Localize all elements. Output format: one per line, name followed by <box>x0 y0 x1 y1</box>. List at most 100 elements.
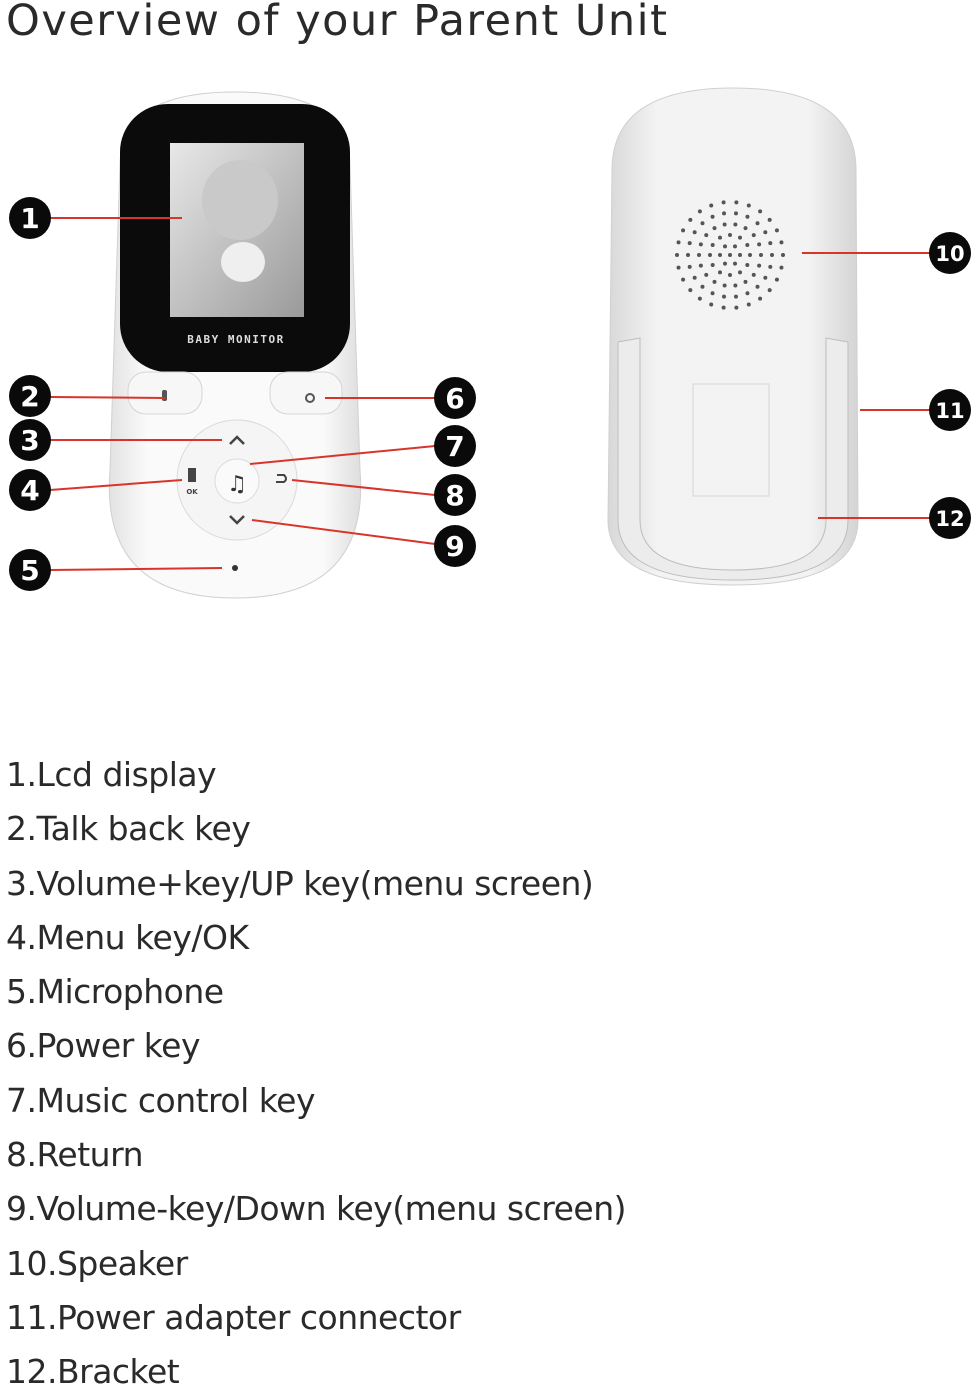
legend-item: 10.Speaker <box>6 1243 188 1283</box>
speaker-hole <box>734 200 739 205</box>
speaker-hole <box>697 209 702 214</box>
callout-8: 8 <box>434 474 476 516</box>
callout-badge <box>434 474 476 516</box>
chevron-up-icon[interactable] <box>229 435 245 445</box>
callout-badge <box>9 419 51 461</box>
speaker-hole <box>763 230 768 235</box>
callout-7: 7 <box>434 425 476 467</box>
page-title: Overview of your Parent Unit <box>6 0 669 46</box>
speaker-hole <box>770 253 774 257</box>
speaker-hole <box>733 211 738 216</box>
speaker-hole <box>697 253 701 257</box>
speaker-hole <box>751 272 756 277</box>
chevron-down-icon[interactable] <box>229 515 245 525</box>
speaker-hole <box>687 241 692 246</box>
callout-number: 9 <box>445 530 464 563</box>
speaker-hole <box>722 211 727 216</box>
speaker-hole <box>686 253 690 257</box>
speaker-hole <box>704 233 709 238</box>
music-control-key[interactable] <box>214 458 260 504</box>
speaker-hole <box>681 228 686 233</box>
speaker-hole <box>692 275 697 280</box>
callout-number: 3 <box>20 424 39 457</box>
speaker-hole <box>748 253 752 257</box>
callout-badge <box>9 197 51 239</box>
speaker-hole <box>687 264 692 269</box>
speaker-hole <box>728 253 732 257</box>
power-key[interactable] <box>269 371 343 415</box>
callout-number: 5 <box>20 554 39 587</box>
speaker-hole <box>779 265 784 270</box>
speaker-hole <box>722 294 727 299</box>
speaker-hole <box>722 283 727 288</box>
speaker-hole <box>710 214 715 219</box>
speaker-hole <box>712 279 717 284</box>
music-note-icon: ♫ <box>227 472 247 497</box>
speaker-hole <box>738 270 742 275</box>
callout-number: 1 <box>20 202 39 235</box>
callout-number: 11 <box>935 399 964 423</box>
callout-number: 6 <box>445 382 464 415</box>
bracket-label-area <box>692 383 770 497</box>
callout-badge <box>929 389 971 431</box>
speaker-hole <box>759 253 763 257</box>
legend-item: 12.Bracket <box>6 1352 180 1392</box>
callout-3: 3 <box>9 419 51 461</box>
speaker-hole <box>723 244 727 249</box>
speaker-hole <box>758 296 763 301</box>
speaker-hole <box>745 243 750 247</box>
callout-number: 2 <box>20 380 39 413</box>
callout-badge <box>929 232 971 274</box>
speaker-hole <box>758 209 763 214</box>
return-icon[interactable] <box>276 474 287 483</box>
menu-ok-icon[interactable]: OK <box>186 468 198 496</box>
speaker-hole <box>722 222 727 227</box>
callout-4: 4 <box>9 469 51 511</box>
callout-11: 11 <box>929 389 971 431</box>
parent-unit-back <box>607 87 859 586</box>
speaker-hole <box>781 253 785 257</box>
speaker-hole <box>723 261 727 266</box>
speaker-hole <box>738 253 742 257</box>
speaker-hole <box>721 305 726 310</box>
callout-badge <box>434 377 476 419</box>
speaker-hole <box>763 275 768 280</box>
legend-item: 6.Power key <box>6 1026 201 1066</box>
speaker-hole <box>746 203 751 208</box>
speaker-hole <box>721 200 726 205</box>
speaker-hole <box>745 291 750 296</box>
speaker-hole <box>712 226 717 231</box>
legend-item: 2.Talk back key <box>6 809 251 849</box>
speaker-hole <box>676 265 681 270</box>
speaker-hole <box>698 242 703 247</box>
speaker-hole <box>688 217 693 222</box>
bracket[interactable] <box>617 337 849 581</box>
speaker-hole <box>745 263 750 267</box>
speaker-hole <box>774 277 779 282</box>
callout-number: 8 <box>445 479 464 512</box>
callout-2: 2 <box>9 375 51 417</box>
speaker-hole <box>688 288 693 293</box>
callout-badge <box>9 549 51 591</box>
speaker-grille <box>675 200 785 310</box>
parts-legend: 1.Lcd display 2.Talk back key 3.Volume+k… <box>6 748 627 1400</box>
callout-badge <box>9 469 51 511</box>
callout-number: 10 <box>935 242 964 266</box>
parent-unit-front: BABY MONITOR ♫ OK <box>108 91 362 599</box>
speaker-hole <box>767 217 772 222</box>
screen-label: BABY MONITOR <box>187 333 284 346</box>
speaker-hole <box>676 240 681 245</box>
speaker-hole <box>768 241 773 246</box>
speaker-hole <box>710 263 715 267</box>
callout-10: 10 <box>929 232 971 274</box>
callout-badge <box>434 425 476 467</box>
callout-badge <box>929 497 971 539</box>
callout-number: 12 <box>935 507 964 531</box>
speaker-hole <box>746 302 751 307</box>
callout-6: 6 <box>434 377 476 419</box>
power-icon <box>305 393 315 403</box>
callout-number: 7 <box>445 430 464 463</box>
speaker-hole <box>779 240 784 245</box>
speaker-hole <box>733 244 737 249</box>
